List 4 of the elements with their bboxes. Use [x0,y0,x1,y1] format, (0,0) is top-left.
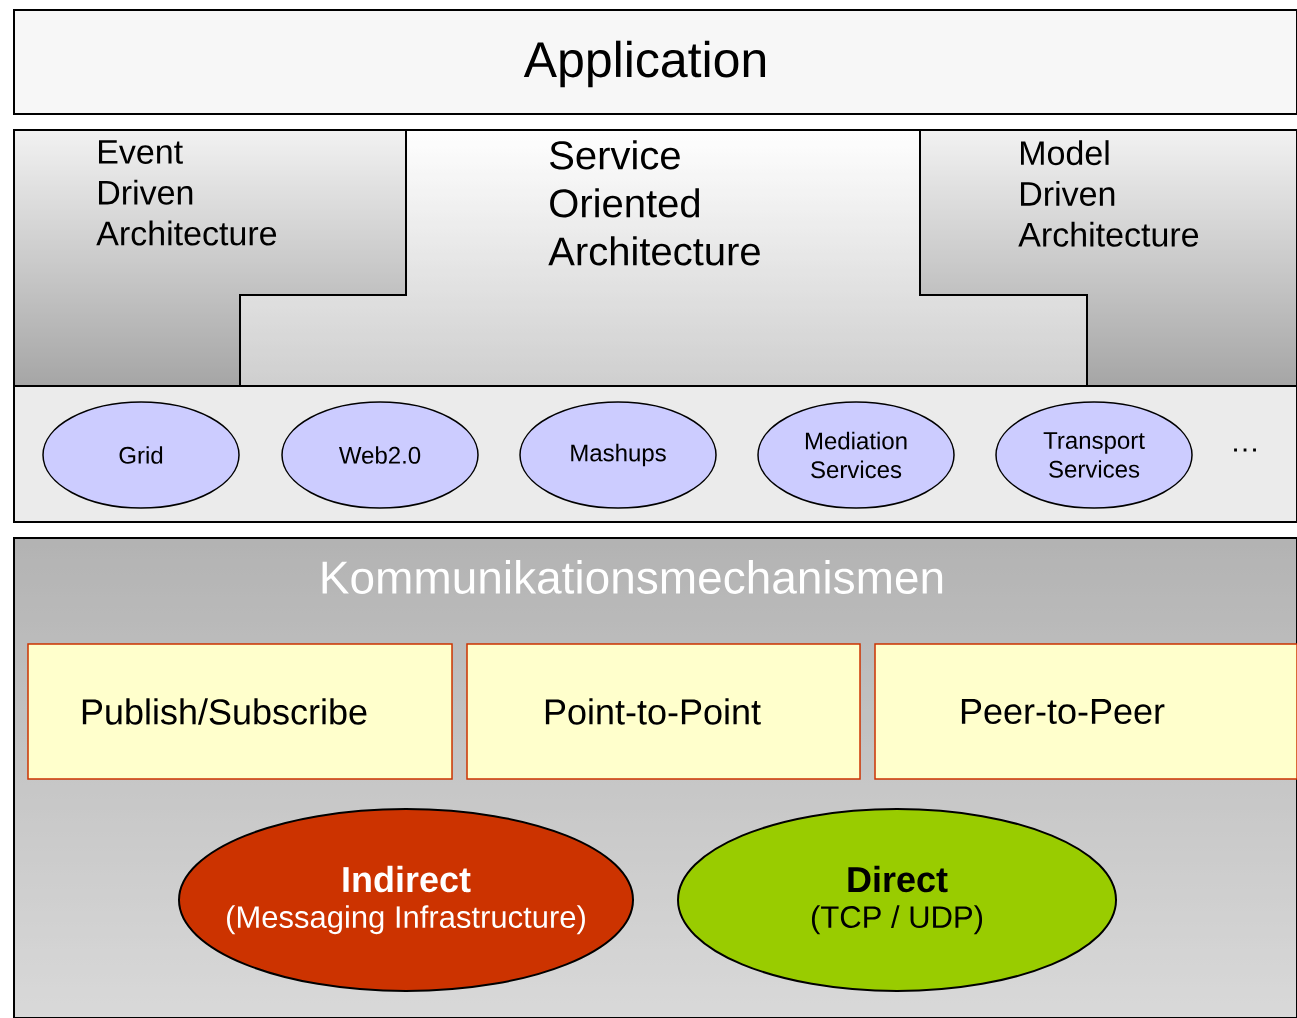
layer-box: Application [13,9,1297,115]
mechanism-box: Peer-to-Peer [874,643,1297,780]
mechanism-box: Publish/Subscribe [27,643,453,780]
mechanism-box: Point-to-Point [466,643,861,780]
